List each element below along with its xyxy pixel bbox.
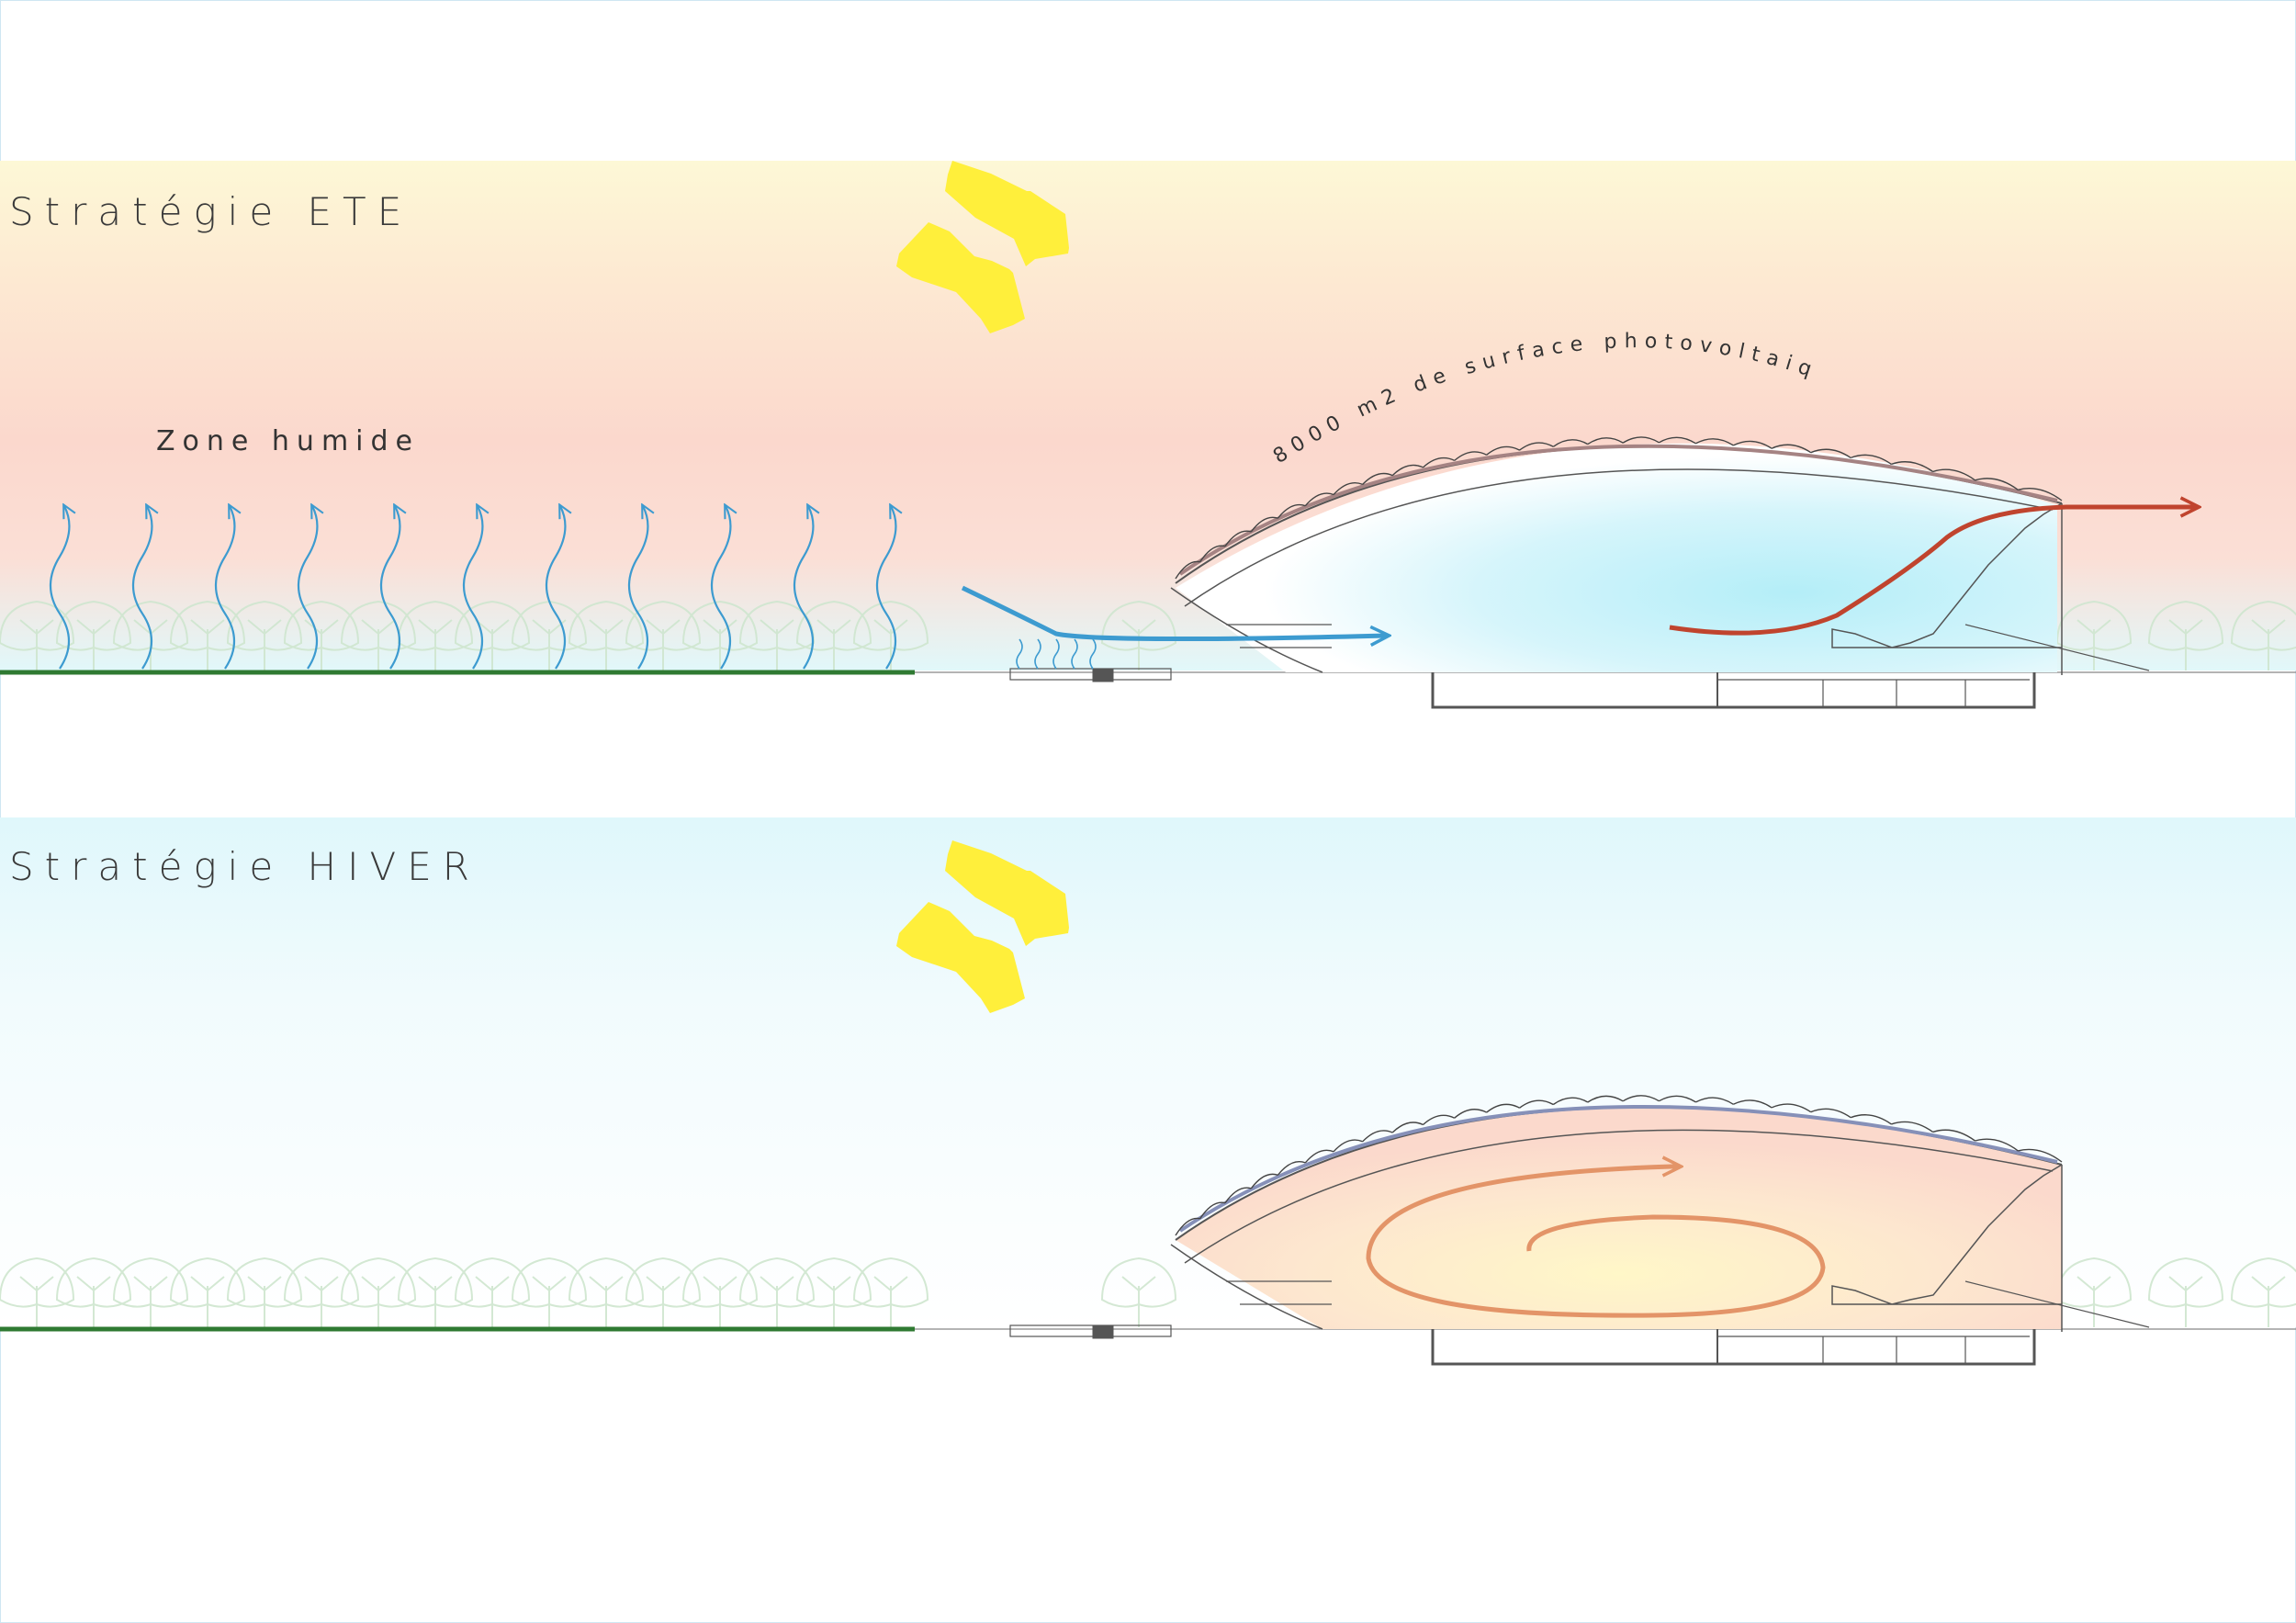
tree-icon — [340, 1257, 417, 1327]
tree-icon — [2147, 600, 2224, 671]
tree-icon — [0, 1257, 75, 1327]
evaporation-arrow — [628, 506, 647, 670]
tree-icon — [568, 1257, 645, 1327]
tree-icon — [397, 600, 474, 671]
evaporation-arrow — [298, 506, 317, 670]
summer-title: Stratégie ETE — [9, 189, 412, 234]
tree-icon — [397, 1257, 474, 1327]
trees-right — [1100, 600, 2296, 671]
tree-icon — [681, 1257, 759, 1327]
tree-icon — [738, 1257, 816, 1327]
evaporation-arrow — [50, 506, 69, 670]
evaporation-arrow — [711, 506, 730, 670]
tree-icon — [2230, 600, 2296, 671]
tree-icon — [226, 1257, 303, 1327]
tree-icon — [625, 1257, 702, 1327]
sun-rays-icon — [896, 161, 1069, 333]
evaporation-arrow — [793, 506, 813, 670]
evaporation-arrow — [132, 506, 152, 670]
winter-title: Stratégie HIVER — [9, 844, 480, 889]
evaporation-arrow — [215, 506, 234, 670]
tree-icon — [55, 600, 132, 671]
tree-icon — [226, 600, 303, 671]
winter-trees-right — [1100, 1257, 2296, 1327]
tree-icon — [169, 1257, 246, 1327]
winter-pv-roof-scallops — [1175, 1095, 2063, 1236]
tree-icon — [454, 1257, 531, 1327]
winter-trees-left — [0, 1257, 929, 1327]
tree-icon — [681, 600, 759, 671]
tree-icon — [283, 1257, 360, 1327]
tree-icon — [112, 1257, 189, 1327]
tree-icon — [454, 600, 531, 671]
evaporation-arrows — [50, 506, 895, 670]
tree-icon — [852, 600, 929, 671]
cool-air-arrow — [961, 585, 1387, 639]
tree-icon — [0, 600, 75, 671]
tree-icon — [340, 600, 417, 671]
tree-icon — [1100, 1257, 1177, 1327]
warm-air-spiral — [1366, 1167, 1826, 1318]
tree-icon — [1100, 600, 1177, 671]
winter-panel: Stratégie HIVER — [0, 817, 2296, 1366]
evaporation-arrow — [876, 506, 895, 670]
evaporation-arrow — [380, 506, 400, 670]
tree-icon — [795, 600, 872, 671]
pv-roof-scallops — [1175, 436, 2063, 580]
winter-sun-rays-icon — [896, 840, 1069, 1013]
tree-icon — [55, 1257, 132, 1327]
summer-panel: Stratégie ETE Zone humide — [0, 0, 2296, 709]
tree-icon — [568, 600, 645, 671]
tree-icon — [511, 1257, 588, 1327]
tree-icon — [852, 1257, 929, 1327]
tree-icon — [2230, 1257, 2296, 1327]
tree-icon — [2055, 600, 2133, 671]
wet-zone-label: Zone humide — [156, 425, 420, 457]
evaporation-arrow — [546, 506, 565, 670]
tree-icon — [511, 600, 588, 671]
building-section-winter — [1009, 1105, 2150, 1366]
entrance-evaporation — [1016, 638, 1097, 670]
warm-air-arrow — [1669, 507, 2197, 636]
tree-icon — [2055, 1257, 2133, 1327]
evaporation-arrow — [463, 506, 482, 670]
tree-icon — [2147, 1257, 2224, 1327]
tree-icon — [169, 600, 246, 671]
tree-icon — [625, 600, 702, 671]
tree-icon — [283, 600, 360, 671]
tree-icon — [795, 1257, 872, 1327]
